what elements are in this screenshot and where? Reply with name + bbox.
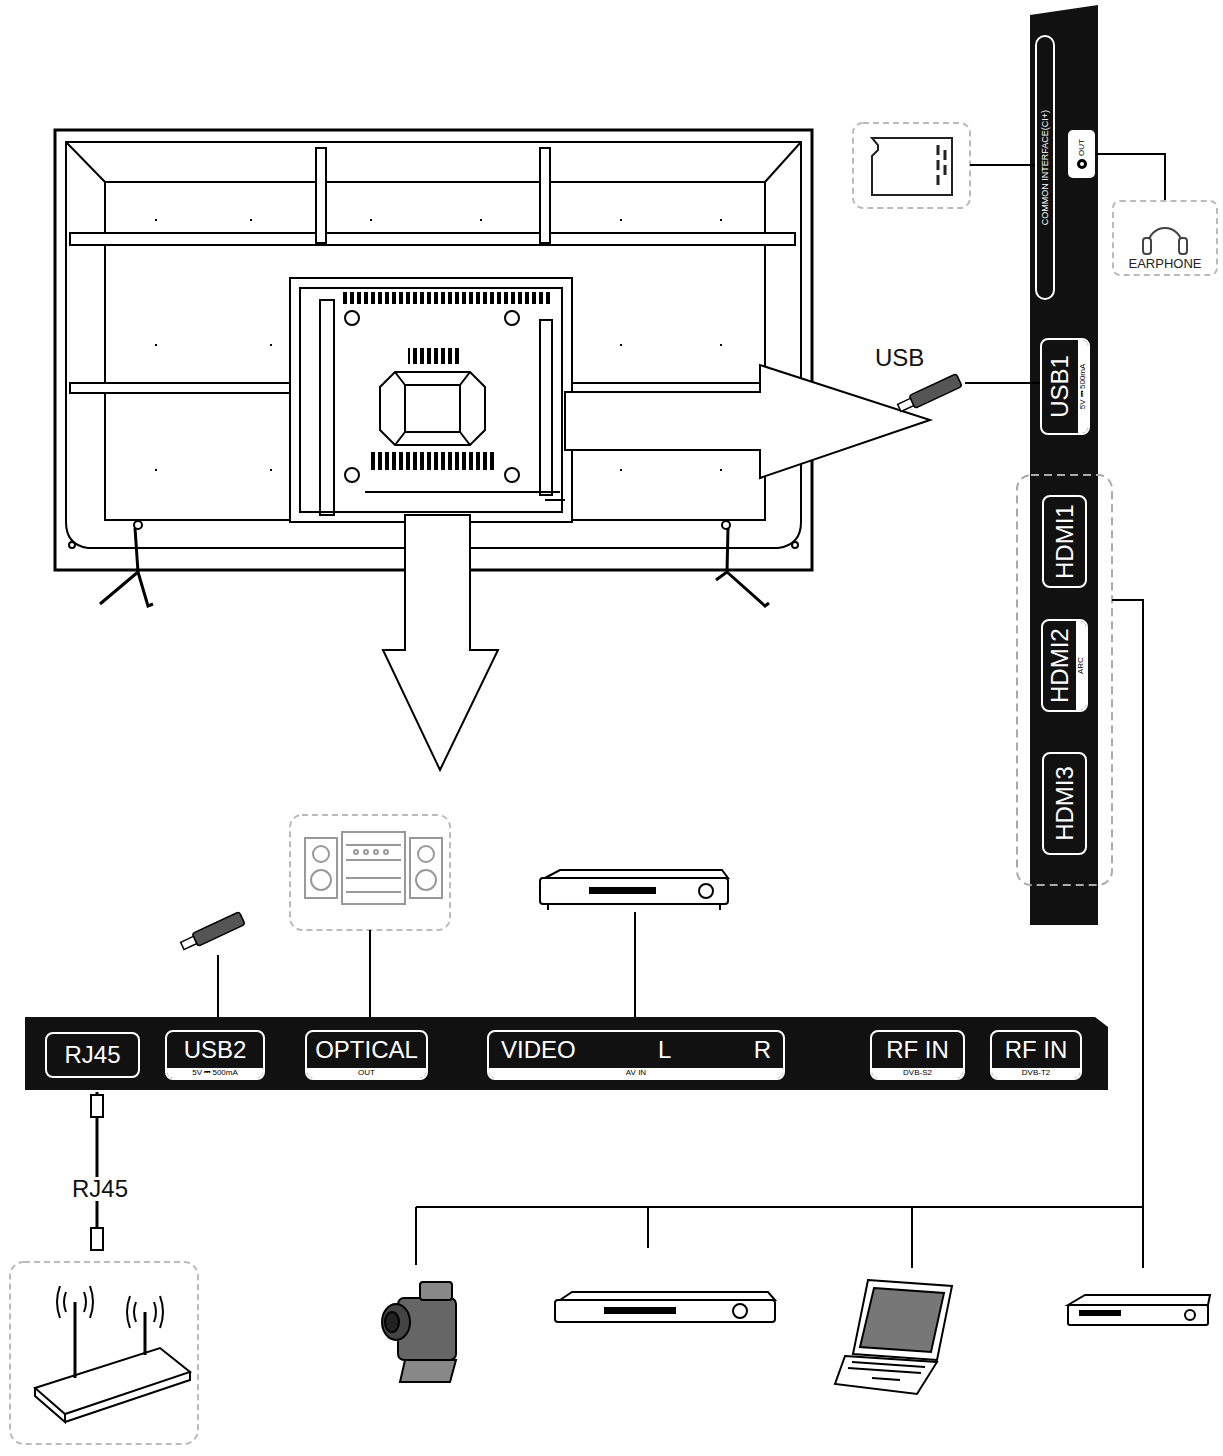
- laptop: [835, 1280, 952, 1394]
- set-top-box: [1068, 1295, 1210, 1325]
- ethernet-port: RJ45: [45, 1032, 140, 1078]
- pointer-arrow: [565, 365, 930, 478]
- router: [10, 1262, 198, 1444]
- connector-wire: [1095, 154, 1165, 200]
- leader-line: [634, 912, 636, 1017]
- usb-port: USB25V ⎓ 500mA: [165, 1030, 265, 1080]
- leader-line: [217, 955, 219, 1017]
- port-label: EARPHONE: [1114, 257, 1216, 270]
- port-sublabel: ARC: [1076, 621, 1086, 710]
- hdmi-wire: [416, 600, 1143, 1268]
- port-label: USB2: [167, 1032, 263, 1068]
- leader-line: [369, 930, 371, 1017]
- port-label: R: [754, 1038, 771, 1062]
- port-label: HDMI1: [1044, 497, 1085, 586]
- av-input: VIDEO L R AV IN: [487, 1030, 785, 1080]
- port-sublabel: OUT: [307, 1068, 426, 1078]
- port-label: COMMON INTERFACE(CI+): [1041, 37, 1050, 298]
- usb-label: USB: [873, 346, 926, 370]
- port-sublabel: DVB-T2: [992, 1068, 1080, 1078]
- antenna-port: RF INDVB-S2: [870, 1030, 965, 1080]
- side-panel: [1030, 5, 1098, 925]
- port-label: RF IN: [992, 1032, 1080, 1068]
- port-sublabel: 5V ⎓ 500mA: [167, 1068, 263, 1078]
- usb-stick: [179, 912, 245, 953]
- port-sublabel: AV IN: [489, 1068, 783, 1078]
- network-cable: [91, 1092, 103, 1250]
- earphone-box: EARPHONE: [1112, 200, 1218, 276]
- stereo: [290, 815, 450, 930]
- port-label: RJ45: [47, 1034, 138, 1076]
- usb-port: USB15V ⎓ 500mA: [1040, 338, 1090, 435]
- jack-hole: [1077, 159, 1087, 169]
- headphone-jack: OUT: [1068, 130, 1095, 178]
- port-label: L: [658, 1038, 671, 1062]
- port-sublabel: 5V ⎓ 500mA: [1078, 340, 1088, 433]
- leader-line: [965, 382, 1040, 384]
- usb-stick: [896, 374, 962, 415]
- hdmi-port: HDMI2ARC: [1041, 619, 1088, 712]
- camcorder: [382, 1282, 456, 1382]
- port-label: VIDEO: [501, 1038, 576, 1062]
- ci-slot: COMMON INTERFACE(CI+): [1035, 35, 1055, 300]
- side-port-strip: COMMON INTERFACE(CI+) OUT USB15V ⎓ 500mA HD…: [1030, 5, 1098, 925]
- port-label: RF IN: [872, 1032, 963, 1068]
- pointer-arrow: [383, 515, 498, 770]
- bottom-panel: [25, 1017, 1108, 1090]
- cable-label: RJ45: [70, 1177, 130, 1201]
- earphone-icon: [1143, 228, 1187, 254]
- port-label: HDMI2: [1043, 621, 1076, 710]
- hdmi-group-outline: [1017, 475, 1112, 885]
- hdmi-port: HDMI3: [1042, 752, 1087, 855]
- port-label: OUT: [1078, 139, 1086, 159]
- port-label: HDMI3: [1044, 754, 1085, 853]
- optical-port: OPTICALOUT: [305, 1030, 428, 1080]
- port-label: USB1: [1042, 340, 1078, 433]
- port-label: OPTICAL: [307, 1032, 426, 1068]
- port-sublabel: DVB-S2: [872, 1068, 963, 1078]
- dvd-player: [540, 870, 728, 910]
- ci-card: [853, 123, 1035, 208]
- antenna-port: RF INDVB-T2: [990, 1030, 1082, 1080]
- dvd-player: [555, 1292, 775, 1322]
- hdmi-port: HDMI1: [1042, 495, 1087, 588]
- av-row: VIDEO L R: [489, 1032, 783, 1068]
